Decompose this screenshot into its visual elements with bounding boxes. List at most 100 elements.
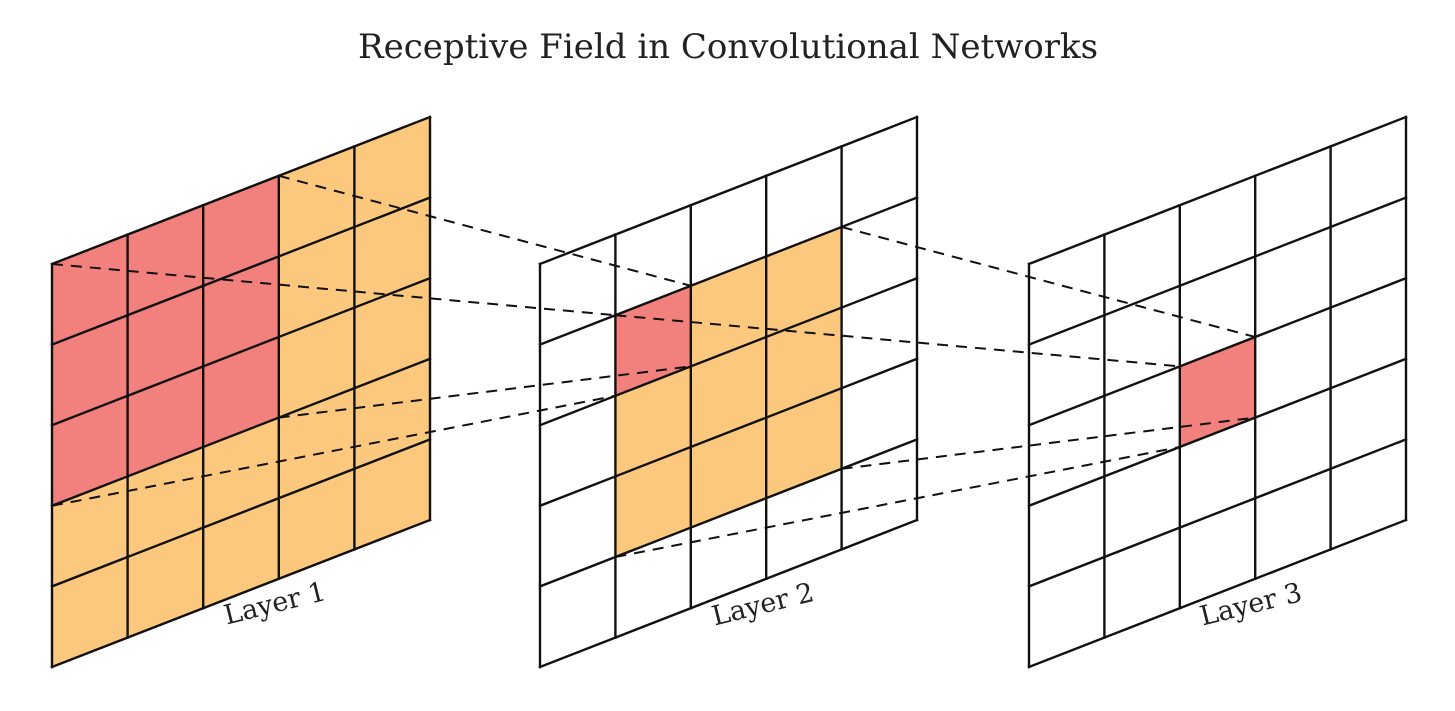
- grid-cell: [766, 307, 842, 418]
- grid-line-horizontal: [1027, 196, 1408, 347]
- grid-cell: [540, 315, 616, 426]
- grid-line-horizontal: [50, 357, 432, 508]
- grid-cell: [1255, 388, 1331, 499]
- grid-cell: [52, 395, 128, 506]
- grid-cell: [203, 417, 279, 528]
- grid-cell: [1029, 395, 1105, 506]
- grid-cell: [127, 285, 204, 396]
- grid-cell: [203, 256, 279, 367]
- grid-cell: [354, 439, 430, 550]
- grid-cell: [540, 476, 616, 587]
- grid-cell: [841, 439, 917, 550]
- grid-cell: [690, 175, 767, 286]
- diagram-title: Receptive Field in Convolutional Network…: [358, 27, 1098, 67]
- grid-line-horizontal: [1027, 518, 1408, 669]
- grid-cell: [127, 447, 204, 557]
- projection-dashed-line: [278, 174, 692, 287]
- grid-cell: [203, 175, 279, 286]
- projection-dashed-line: [51, 394, 616, 507]
- grid-cell: [841, 197, 917, 308]
- grid-line-horizontal: [50, 115, 432, 266]
- grid-cell: [615, 285, 691, 396]
- grid-cell: [278, 468, 355, 579]
- projection-dashed-line: [278, 365, 691, 419]
- grid-cell: [1104, 285, 1180, 396]
- grid-line-horizontal: [538, 518, 919, 669]
- grid-cell: [203, 498, 279, 609]
- receptive-field-connectors: [51, 174, 1256, 558]
- grid-line-horizontal: [50, 437, 432, 588]
- grid-cell: [1104, 527, 1180, 638]
- projection-dashed-line: [841, 226, 1256, 338]
- grid-cell: [690, 417, 767, 528]
- grid-cell: [278, 227, 355, 337]
- layer-1-grid: [50, 115, 432, 669]
- grid-cell: [127, 527, 204, 638]
- grid-cell: [1330, 117, 1406, 227]
- grid-cell: [1330, 439, 1406, 550]
- grid-cell: [1255, 227, 1331, 337]
- grid-cell: [354, 358, 430, 469]
- grid-cell: [1179, 498, 1256, 609]
- grid-cell: [354, 278, 430, 389]
- grid-cell: [690, 337, 767, 447]
- grid-cell: [1104, 205, 1180, 316]
- grid-line-horizontal: [50, 196, 432, 347]
- grid-cell: [52, 315, 128, 426]
- grid-cell: [52, 557, 128, 667]
- grid-cell: [841, 358, 917, 469]
- grid-cell: [1330, 358, 1406, 469]
- grid-cell: [841, 117, 917, 227]
- grid-cell: [766, 146, 842, 257]
- grid-cell: [354, 117, 430, 227]
- projection-dashed-line: [615, 446, 1180, 558]
- grid-cell: [354, 197, 430, 308]
- grid-cell: [1029, 557, 1105, 667]
- grid-cell: [615, 447, 691, 557]
- grid-line-horizontal: [50, 518, 432, 669]
- grid-cell: [1179, 256, 1256, 367]
- grid-cell: [1179, 417, 1256, 528]
- grid-line-horizontal: [538, 437, 919, 588]
- grid-line-horizontal: [1027, 276, 1408, 427]
- grid-cell: [615, 527, 691, 638]
- grid-cell: [690, 256, 767, 367]
- grid-cell: [127, 366, 204, 477]
- grid-cell: [690, 498, 767, 609]
- grid-cell: [841, 278, 917, 389]
- grid-cell: [278, 307, 355, 418]
- grid-line-horizontal: [538, 357, 919, 508]
- grid-cell: [540, 234, 616, 345]
- grid-line-horizontal: [1027, 357, 1408, 508]
- grid-cell: [278, 388, 355, 499]
- grid-cell: [1255, 307, 1331, 418]
- grid-line-horizontal: [538, 196, 919, 347]
- grid-cell: [52, 234, 128, 345]
- grid-cell: [615, 205, 691, 316]
- grid-line-horizontal: [1027, 437, 1408, 588]
- projection-dashed-line: [841, 416, 1256, 470]
- layer-2-grid: [538, 115, 919, 669]
- grid-line-horizontal: [50, 276, 432, 427]
- grid-cell: [203, 337, 279, 447]
- grid-cell: [540, 395, 616, 506]
- grid-cell: [1255, 468, 1331, 579]
- grid-cell: [1029, 476, 1105, 587]
- layer-3-grid: [1027, 115, 1408, 669]
- grid-cell: [1029, 315, 1105, 426]
- grid-cell: [1104, 447, 1180, 557]
- grid-cell: [127, 205, 204, 316]
- grid-cell: [766, 468, 842, 579]
- grid-cell: [1255, 146, 1331, 257]
- grid-cell: [1179, 337, 1256, 447]
- grid-cell: [540, 557, 616, 667]
- grid-cell: [1330, 278, 1406, 389]
- grid-cell: [52, 476, 128, 587]
- grid-line-horizontal: [538, 115, 919, 266]
- grid-cell: [1179, 175, 1256, 286]
- grid-cell: [766, 388, 842, 499]
- grid-cell: [1104, 366, 1180, 477]
- grid-line-horizontal: [1027, 115, 1408, 266]
- grid-line-horizontal: [538, 276, 919, 427]
